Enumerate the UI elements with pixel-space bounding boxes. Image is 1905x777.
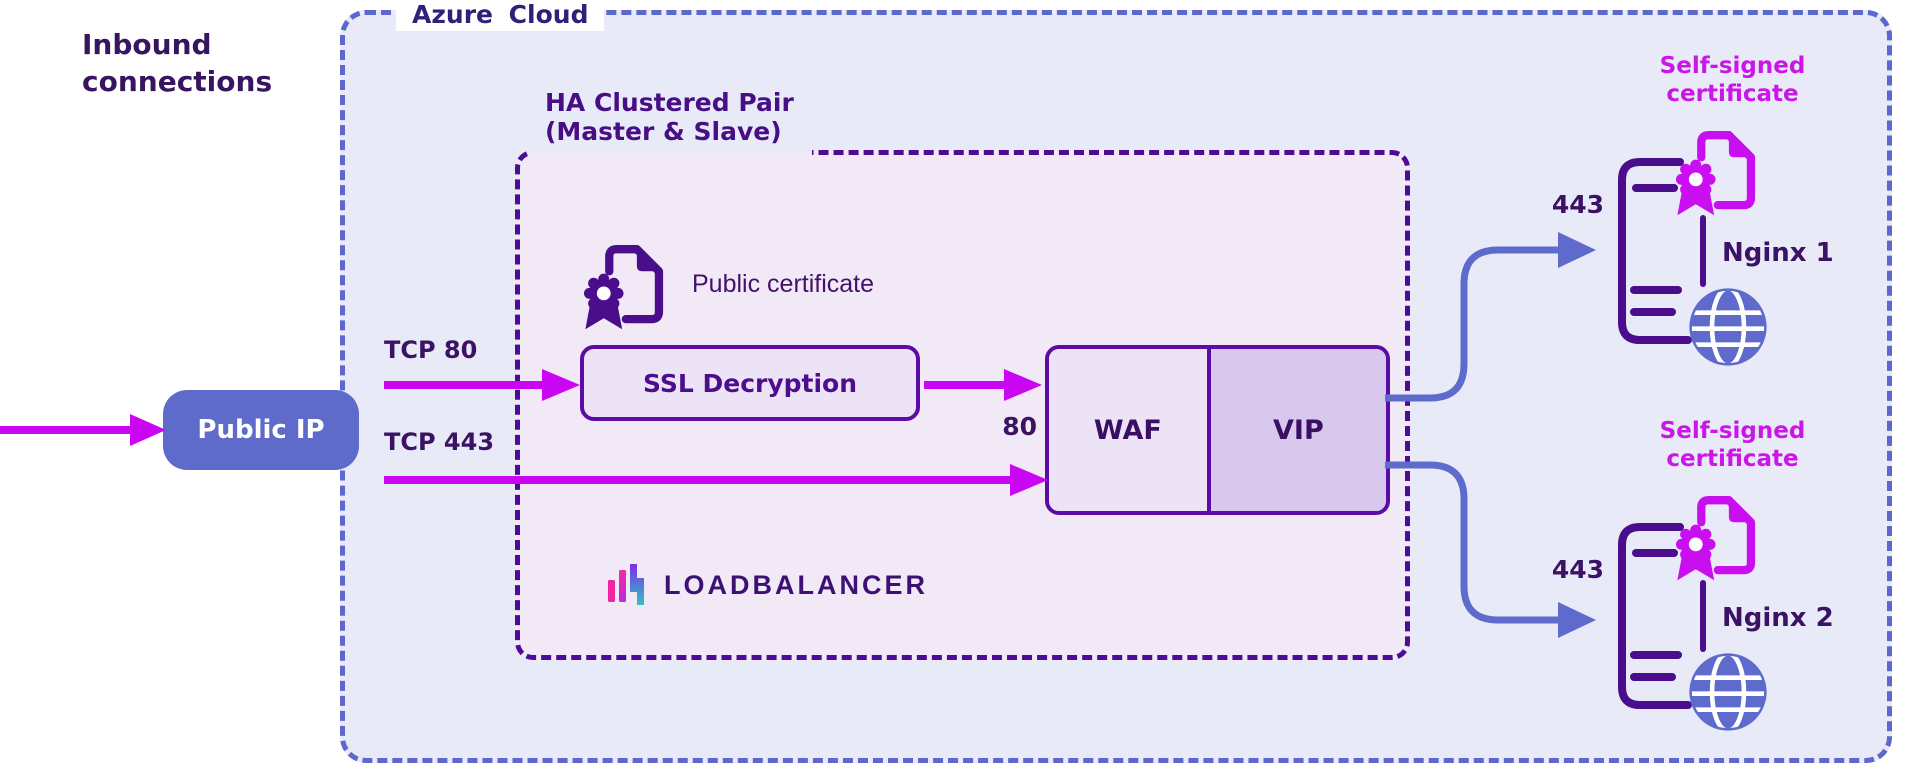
ha-cluster-label-line2: (Master & Slave): [545, 117, 782, 146]
nginx2-port-label: 443: [1551, 555, 1604, 584]
nginx2-self-signed-label: Self-signed certificate: [1659, 418, 1806, 472]
azure-cloud-label: Azure Cloud: [396, 0, 605, 31]
nginx2-label: Nginx 2: [1722, 603, 1834, 633]
node-waf-vip: WAF VIP: [1045, 345, 1390, 515]
loadbalancer-logo-text: LOADBALANCER: [664, 570, 928, 600]
certificate-icon: [1670, 124, 1762, 220]
certificate-connector-line: [1700, 580, 1706, 652]
tcp-80-arrow-icon: [384, 369, 580, 401]
ssl-to-waf-arrow-icon: [924, 369, 1042, 401]
certificate-icon: [1670, 489, 1762, 585]
bar-chart-logo-icon: [608, 564, 644, 605]
tcp-443-label: TCP 443: [384, 428, 495, 456]
ha-cluster-label-line1: HA Clustered Pair: [545, 88, 794, 117]
globe-icon: [1686, 650, 1770, 734]
vip-to-nginx1-arrow-icon: [1385, 232, 1596, 402]
certificate-connector-line: [1700, 215, 1706, 287]
tcp-80-label: TCP 80: [384, 336, 478, 364]
nginx1-port-label: 443: [1551, 190, 1604, 219]
ha-border-gap: [528, 145, 812, 159]
node-ssl-decryption: SSL Decryption: [580, 345, 920, 421]
nginx1-self-signed-label: Self-signed certificate: [1659, 53, 1806, 107]
globe-icon: [1686, 285, 1770, 369]
waf-port-80-label: 80: [1002, 412, 1037, 441]
certificate-icon: [578, 238, 670, 334]
tcp-443-arrow-icon: [384, 464, 1048, 496]
ha-cluster-label: HA Clustered Pair (Master & Slave): [545, 88, 794, 146]
node-waf: WAF: [1049, 349, 1211, 511]
inbound-arrow-icon: [0, 414, 166, 446]
nginx1-group: Self-signed certificate 443 Nginx 1: [1530, 40, 1890, 380]
nginx2-group: Self-signed certificate 443 Nginx 2: [1530, 405, 1890, 745]
node-vip: VIP: [1210, 349, 1386, 511]
vip-to-nginx2-arrow-icon: [1385, 461, 1596, 638]
node-public-ip: Public IP: [163, 390, 359, 470]
page-title: Inbound connections: [82, 28, 273, 98]
nginx1-label: Nginx 1: [1722, 238, 1834, 268]
public-certificate-label: Public certificate: [692, 270, 875, 298]
